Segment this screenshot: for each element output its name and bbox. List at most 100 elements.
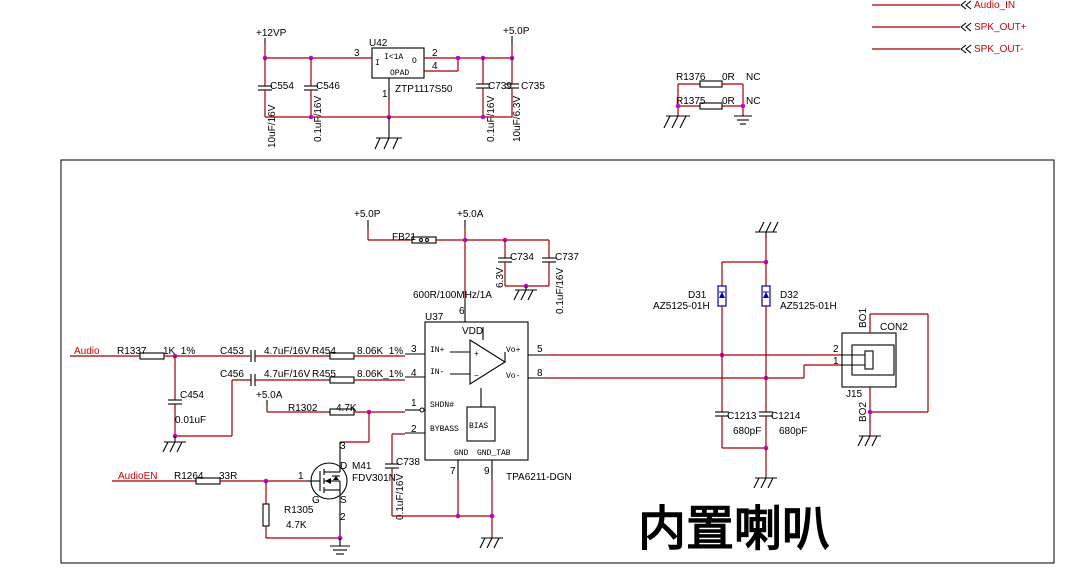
c1214-val: 680pF [779, 426, 807, 437]
m41-pin3: 3 [340, 441, 346, 452]
port-spk-out-neg: SPK_OUT- [974, 44, 1023, 55]
u37-vdd: VDD [462, 326, 483, 337]
m41-d: D [340, 461, 347, 472]
earth-ground-icon [734, 115, 752, 125]
ground-icon [857, 435, 881, 447]
reg-pin-gnd: 1 [382, 89, 388, 100]
supply-5a-label-2: +5.0A [256, 390, 283, 401]
port-section: Audio_IN SPK_OUT+ SPK_OUT- [872, 0, 1027, 55]
opamp-triangle-icon [469, 339, 507, 385]
r1302-val: 4.7K [336, 403, 357, 414]
amplifier-u37: U37 VDD IN+ IN- SHDN# BYBASS GND GND_TAB… [405, 312, 572, 483]
ground-icon [513, 289, 537, 301]
supply-5p-label: +5.0P [354, 209, 381, 220]
m41-pin2: 2 [340, 512, 346, 523]
con-ref: J15 [846, 389, 863, 400]
c739-val: 0.1uF/16V [486, 96, 497, 142]
r1375-val: 0R [722, 96, 735, 107]
shutdown-section: +5.0A R1302 4.7K C738 0.1uF/16V Au [112, 390, 503, 555]
c738-val: 0.1uF/16V [395, 474, 406, 520]
regulator-section: +12VP +5.0P 3 U42 I<1A I O OPAD ZTP1117S… [256, 26, 545, 150]
c1213-val: 680pF [733, 426, 761, 437]
c739-ref: C739 [488, 81, 512, 92]
amp-power-section: +5.0P FB21 +5.0A 600R/100MHz/1A 6 C734 6… [354, 209, 579, 322]
d32-ref: D32 [780, 290, 799, 301]
con-bo1: BO1 [858, 308, 869, 328]
c735-val: 10uF/6.3V [512, 96, 523, 142]
u37-pin2: 2 [411, 424, 417, 435]
r1376-val: 0R [722, 72, 735, 83]
con-part: CON2 [880, 322, 908, 333]
c453-val: 4.7uF/16V [264, 346, 310, 357]
u37-in-neg: IN- [430, 368, 444, 377]
u37-bypass: BYBASS [430, 425, 459, 434]
connector-j15 [841, 313, 929, 436]
u37-pin7: 7 [450, 466, 456, 477]
d31-ref: D31 [688, 290, 707, 301]
con-pin1: 1 [833, 356, 839, 367]
c454-val: 0.01uF [175, 415, 206, 426]
r454-val: 8.06K_1% [357, 346, 403, 357]
net-audio: Audio [74, 346, 100, 357]
r1337-val: 1K_1% [163, 346, 195, 357]
c546-ref: C546 [316, 81, 340, 92]
c453-ref: C453 [220, 346, 244, 357]
u37-pin1: 1 [411, 398, 417, 409]
u37-pin9: 9 [484, 466, 490, 477]
mosfet-m41 [306, 442, 348, 538]
svg-text:+: + [474, 350, 479, 359]
u37-in-pos: IN+ [430, 346, 445, 355]
u37-pin4: 4 [411, 368, 417, 379]
c737-val: 0.1uF/16V [555, 268, 566, 314]
c554-ref: C554 [270, 81, 294, 92]
c456-ref: C456 [220, 369, 244, 380]
r455-ref: R455 [312, 369, 336, 380]
m41-ref: M41 [352, 461, 372, 472]
reg-ref: U42 [369, 38, 388, 49]
m41-s: S [340, 495, 347, 506]
svg-text:−: − [474, 372, 479, 381]
port-audio-in: Audio_IN [974, 0, 1015, 11]
reg-inner-top: I<1A [384, 53, 403, 62]
d32-part: AZ5125-01H [780, 301, 837, 312]
u37-ref: U37 [425, 312, 444, 323]
r1376-nc: NC [746, 72, 760, 83]
sheet-frame [60, 159, 1055, 564]
ground-icon [479, 537, 503, 549]
earth-ground-icon [330, 545, 350, 555]
reg-inner-out: O [412, 57, 417, 66]
net-audioen: AudioEN [118, 471, 157, 482]
r1305-val: 4.7K [286, 520, 307, 531]
u37-shdn: SHDN# [430, 401, 454, 410]
reg-pin-pad: 4 [432, 61, 438, 72]
u37-vo-neg: Vo- [506, 372, 520, 381]
r1305-ref: R1305 [284, 505, 314, 516]
label-12vp: +12VP [256, 28, 287, 39]
reg-inner-bot: OPAD [390, 69, 409, 78]
ground-icon [755, 221, 779, 233]
c1214-ref: C1214 [771, 411, 801, 422]
r1264-ref: R1264 [174, 471, 204, 482]
m41-part: FDV301N [352, 473, 396, 484]
u37-pin6: 6 [459, 306, 465, 317]
m41-pin1: 1 [298, 471, 304, 482]
r455-val: 8.06K_1% [357, 369, 403, 380]
c454-ref: C454 [180, 390, 204, 401]
output-section: D31 AZ5125-01H D32 AZ5125-01H C1213 680p… [548, 221, 929, 489]
r1376-ref: R1376 [676, 72, 706, 83]
u37-gnd-tab: GND_TAB [477, 449, 511, 458]
u37-pin5: 5 [537, 344, 543, 355]
c738-ref: C738 [396, 457, 420, 468]
r454-ref: R454 [312, 346, 336, 357]
ground-icon [162, 441, 186, 453]
d31-part: AZ5125-01H [653, 301, 710, 312]
con-pin2: 2 [833, 344, 839, 355]
ground-icon [753, 477, 777, 489]
nc-resistor-section: R1376 0R NC R1375 0R NC [663, 72, 760, 129]
input-section: Audio R1337 1K_1% C453 4.7uF/16V R454 8.… [70, 346, 405, 453]
supply-5a-label: +5.0A [457, 209, 484, 220]
c735-ref: C735 [521, 81, 545, 92]
u37-part: TPA6211-DGN [506, 472, 572, 483]
reg-pin-in: 3 [354, 48, 360, 59]
